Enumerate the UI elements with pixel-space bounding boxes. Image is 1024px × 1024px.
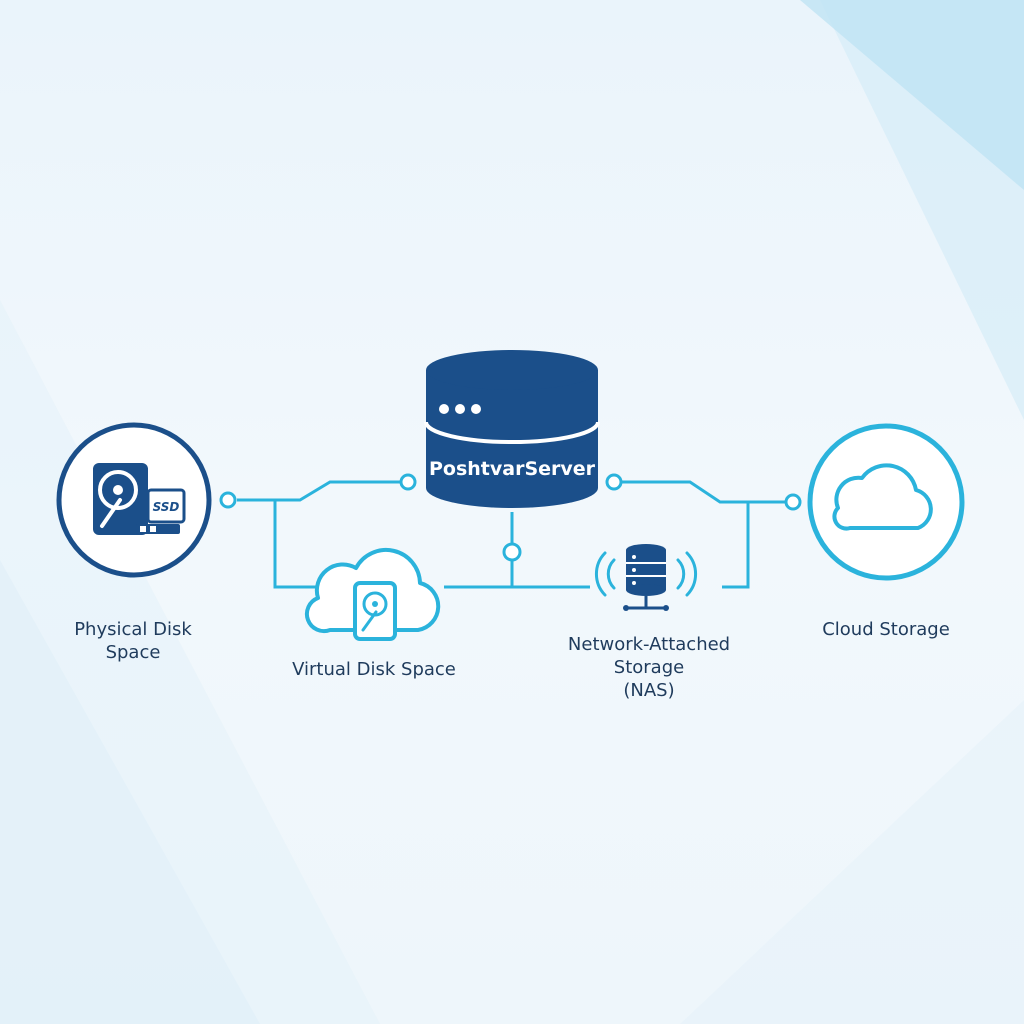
nas-wireless-icon[interactable] (594, 544, 698, 611)
nas-label-line2: Storage (613, 657, 685, 678)
ssd-badge: SSD (153, 500, 180, 514)
connector-physical-virtual (273, 500, 320, 589)
connector-dot (502, 542, 522, 562)
connector-server-cloud (622, 480, 785, 504)
cloud-storage-label: Cloud Storage (822, 619, 950, 640)
server-label: PoshtvarServer (428, 458, 596, 480)
physical-disk-label-line2: Space (105, 642, 161, 663)
connector-physical-server (237, 480, 400, 502)
connector-dot (784, 493, 802, 511)
hard-disk-ssd-icon[interactable]: SSD (56, 422, 212, 578)
physical-disk-label: Physical Disk Space (74, 618, 192, 664)
connector-dot (399, 473, 417, 491)
connector-lines (237, 480, 785, 589)
cloud-icon[interactable] (807, 423, 965, 581)
nas-label: Network-Attached Storage (NAS) (568, 633, 730, 702)
connector-cloud-nas (722, 502, 750, 589)
connector-dot (605, 473, 623, 491)
database-server-icon[interactable] (424, 350, 600, 508)
nas-label-line1: Network-Attached (567, 634, 731, 655)
nas-label-line3: (NAS) (623, 680, 675, 701)
cloud-hard-disk-icon[interactable] (304, 547, 441, 641)
connector-nodes (219, 473, 802, 562)
virtual-disk-label: Virtual Disk Space (292, 659, 456, 680)
physical-disk-label-line1: Physical Disk (74, 619, 192, 640)
connector-dot (219, 491, 237, 509)
